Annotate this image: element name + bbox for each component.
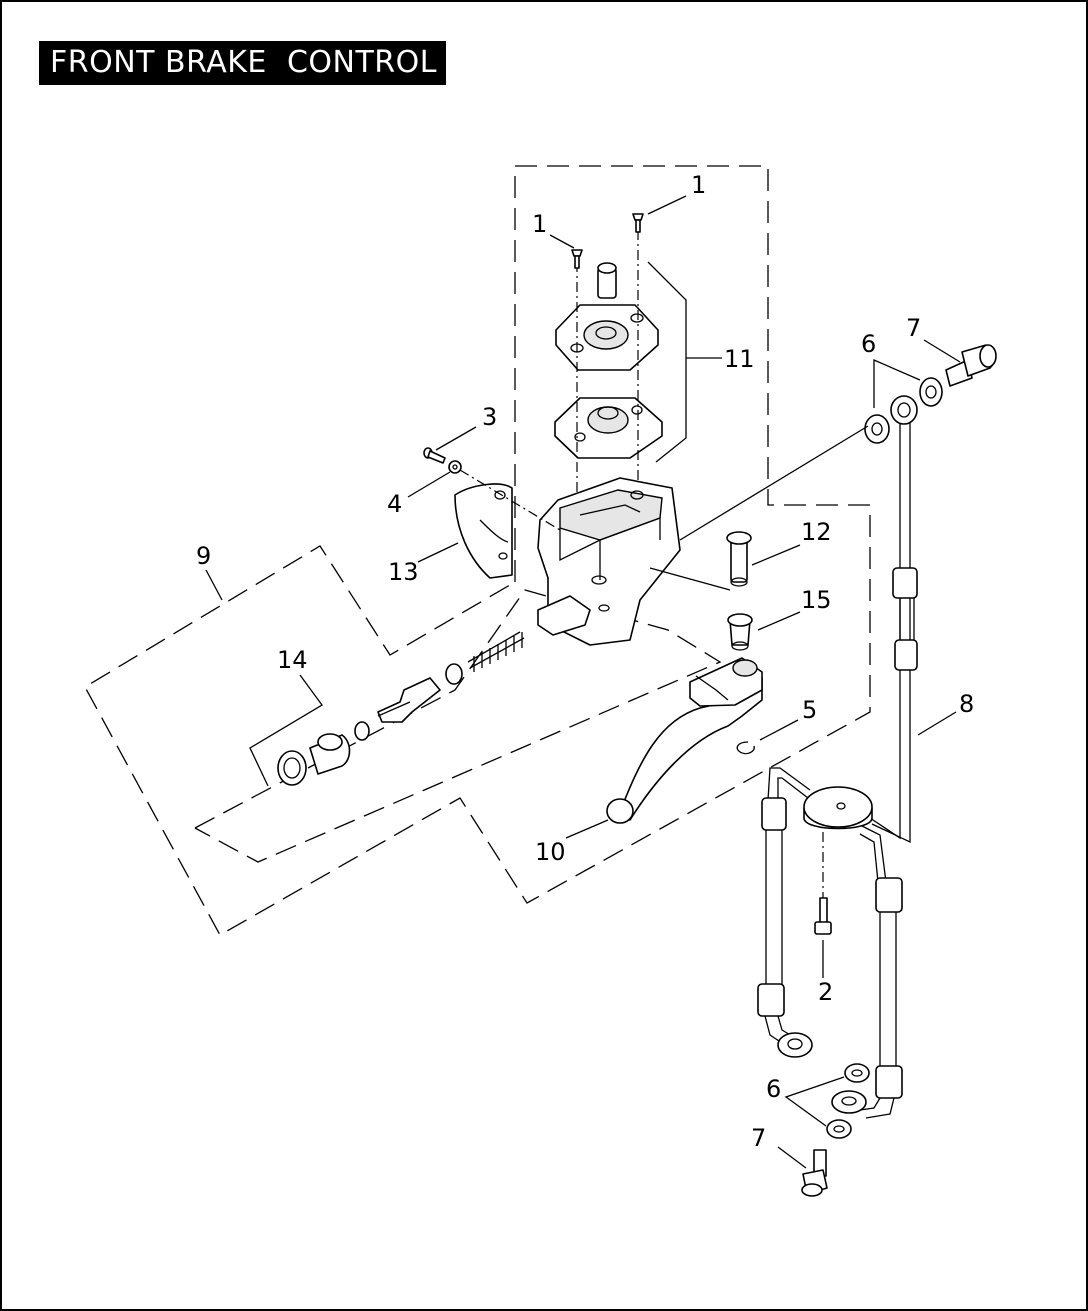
callout-7: 7	[906, 314, 921, 342]
sealing-washer-6	[919, 377, 943, 407]
clamp-screw-3	[423, 447, 446, 464]
callout-4: 4	[387, 490, 402, 518]
group-box-11	[84, 165, 871, 936]
callout-14: 14	[277, 646, 308, 674]
callout-2: 2	[818, 978, 833, 1006]
diagram-title: FRONT BRAKE CONTROL	[39, 41, 446, 85]
callout-8: 8	[959, 690, 974, 718]
cover-screw-1	[632, 213, 644, 233]
callout-10: 10	[535, 838, 566, 866]
callout-5: 5	[802, 696, 817, 724]
group-box-9	[194, 589, 722, 863]
callout-9: 9	[196, 542, 211, 570]
pivot-bushing-15	[727, 613, 753, 651]
sealing-washer-6	[844, 1063, 870, 1083]
callout-6: 6	[766, 1075, 781, 1103]
callout-6: 6	[861, 330, 876, 358]
callout-1: 1	[532, 210, 547, 238]
sealing-washer-6	[864, 414, 890, 444]
callout-1: 1	[691, 171, 706, 199]
banjo-bolt-7	[801, 1149, 828, 1197]
callout-7: 7	[751, 1124, 766, 1152]
cover-screw-1	[571, 249, 583, 269]
reservoir-cover-11	[555, 262, 659, 371]
callout-11: 11	[724, 345, 755, 373]
banjo-bolt-7	[945, 344, 997, 387]
callout-3: 3	[482, 403, 497, 431]
callout-13: 13	[388, 558, 419, 586]
brake-lever-10	[606, 657, 763, 824]
piston-kit-14	[277, 631, 525, 786]
callout-15: 15	[801, 586, 832, 614]
callout-12: 12	[801, 518, 832, 546]
brake-line-8	[757, 395, 918, 1119]
leader-lines	[205, 195, 961, 1169]
retaining-ring-5	[736, 741, 755, 755]
handlebar-clamp-13	[454, 483, 513, 579]
master-cylinder-body	[537, 477, 681, 646]
sealing-washer-6	[826, 1119, 852, 1139]
lockwasher-4	[448, 460, 462, 474]
reservoir-diaphragm-11	[554, 397, 663, 459]
manifold-screw-2	[814, 897, 832, 935]
pivot-pin-12	[726, 531, 752, 587]
